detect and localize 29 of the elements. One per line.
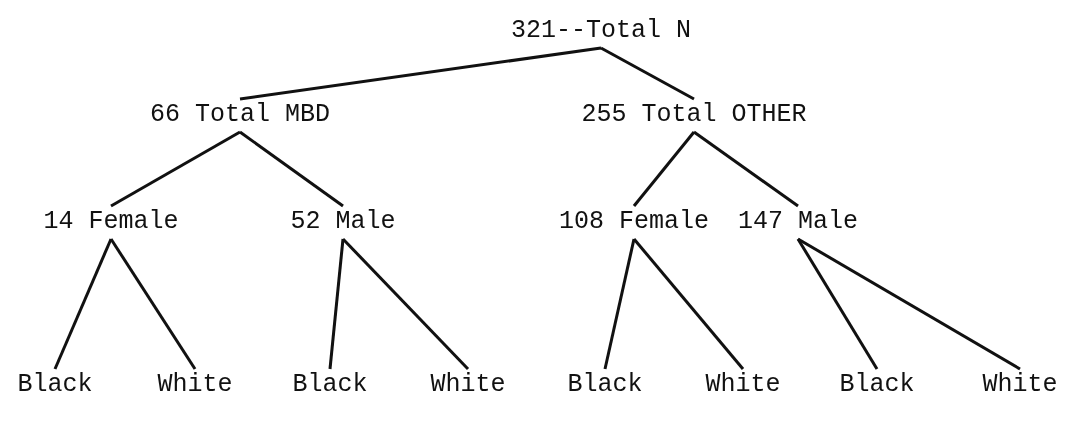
node-label: Black — [839, 370, 915, 399]
tree-line — [797, 237, 1021, 371]
node-label: 321--Total N — [511, 16, 691, 45]
node-label: 66 Total MBD — [150, 100, 330, 129]
node-label: White — [430, 370, 506, 399]
node-label: Black — [567, 370, 643, 399]
tree-line — [328, 238, 345, 370]
node-label: White — [705, 370, 781, 399]
tree-line — [600, 46, 695, 101]
node-label: 52 Male — [290, 207, 396, 236]
node-label: White — [157, 370, 233, 399]
node-label: 14 Female — [43, 207, 179, 236]
tree-line — [632, 238, 745, 370]
node-label: Black — [292, 370, 368, 399]
tree-line — [53, 238, 113, 370]
tree-line — [603, 238, 636, 370]
node-label: 108 Female — [559, 207, 709, 236]
tree-line — [110, 130, 241, 208]
node-label: 147 Male — [738, 207, 858, 236]
tree-line — [239, 46, 602, 101]
node-label: White — [982, 370, 1058, 399]
node-label: Black — [17, 370, 93, 399]
tree-line — [632, 131, 696, 207]
tree-line — [341, 237, 470, 371]
node-label: 255 Total OTHER — [581, 100, 807, 129]
tree-line — [693, 130, 799, 208]
tree-line — [109, 238, 197, 370]
tree-line — [239, 130, 344, 208]
tree-line — [796, 238, 879, 370]
